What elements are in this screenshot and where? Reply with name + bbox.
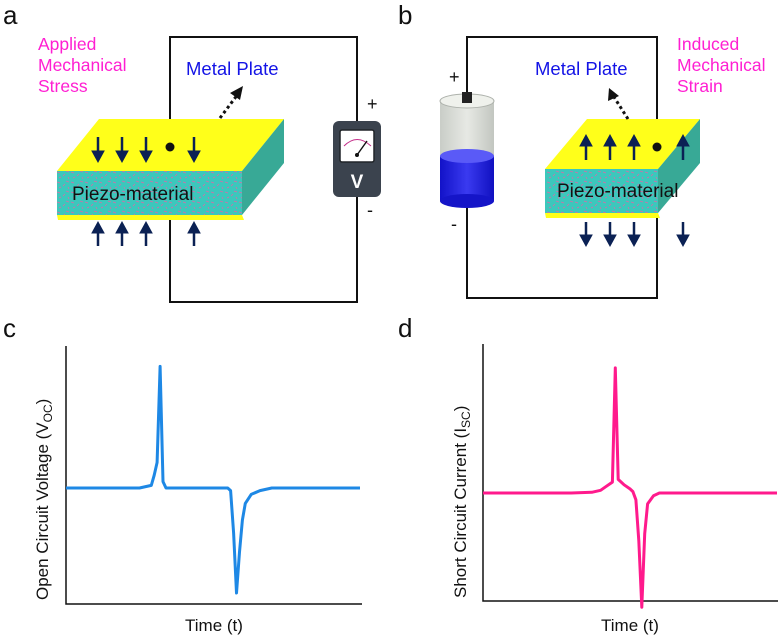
stress-arrows-top xyxy=(91,137,201,164)
strain-label-line-3: Strain xyxy=(677,76,723,96)
up-arrow-icon xyxy=(115,220,129,246)
strain-label-line-2: Mechanical xyxy=(677,55,766,75)
circuit-wire-bottom xyxy=(169,197,358,303)
piezo-material-label: Piezo-material xyxy=(72,184,193,205)
up-arrow-icon xyxy=(627,133,641,160)
panel-letter-a: a xyxy=(3,0,18,30)
slab-side-face xyxy=(658,119,700,213)
axes-c xyxy=(65,346,362,605)
panel-c: c Open Circuit Voltage (VOC) Time (t) xyxy=(3,313,362,635)
up-arrow-icon xyxy=(139,220,153,246)
dotted-pointer-line xyxy=(612,96,630,120)
dotted-pointer-arrowhead xyxy=(230,86,243,100)
piezo-material-label: Piezo-material xyxy=(557,181,678,202)
strain-arrows-bottom xyxy=(579,222,690,248)
circuit-wire-top xyxy=(466,36,658,147)
circuit-wire-top xyxy=(169,36,358,147)
stress-arrows-bottom xyxy=(91,220,201,246)
up-arrow-icon xyxy=(187,220,201,246)
panel-letter-c: c xyxy=(3,313,16,343)
bottom-metal-plate xyxy=(57,215,244,220)
panel-letter-b: b xyxy=(398,0,412,30)
strain-label-line-1: Induced xyxy=(677,34,739,54)
down-arrow-icon xyxy=(139,137,153,164)
stress-label-line-3: Stress xyxy=(38,76,88,96)
up-arrow-icon xyxy=(579,133,593,160)
voc-series-line xyxy=(66,364,360,595)
metal-plate-label: Metal Plate xyxy=(186,58,279,79)
top-metal-plate xyxy=(545,119,700,169)
x-axis-label-c: Time (t) xyxy=(185,616,243,635)
dotted-pointer-arrowhead xyxy=(608,88,619,101)
voltmeter-icon: V xyxy=(333,121,381,197)
bottom-metal-plate xyxy=(545,213,660,218)
circuit-wire-bottom xyxy=(466,203,658,299)
up-arrow-icon xyxy=(676,133,690,160)
up-arrow-icon xyxy=(91,220,105,246)
dotted-pointer-line xyxy=(218,93,240,119)
down-arrow-icon xyxy=(91,137,105,164)
stress-label: Applied Mechanical Stress xyxy=(38,34,127,96)
strain-label: Induced Mechanical Strain xyxy=(677,34,766,96)
axes-d xyxy=(482,344,778,602)
contact-dot xyxy=(165,142,175,152)
contact-dot xyxy=(652,142,662,152)
down-arrow-icon xyxy=(115,137,129,164)
x-axis-label-d: Time (t) xyxy=(601,616,659,635)
y-axis-label-c: Open Circuit Voltage (VOC) xyxy=(33,399,55,600)
y-axis-label-d: Short Circuit Current (ISC) xyxy=(451,406,473,598)
stress-label-line-1: Applied xyxy=(38,34,96,54)
battery-icon xyxy=(439,92,495,208)
down-arrow-icon xyxy=(676,222,690,248)
plus-sign: + xyxy=(367,94,378,114)
voltmeter-label: V xyxy=(351,172,364,193)
strain-arrows-top xyxy=(579,133,690,160)
down-arrow-icon xyxy=(579,222,593,248)
down-arrow-icon xyxy=(627,222,641,248)
stress-label-line-2: Mechanical xyxy=(38,55,127,75)
minus-sign: - xyxy=(367,200,373,220)
panel-letter-d: d xyxy=(398,313,412,343)
down-arrow-icon xyxy=(603,222,617,248)
plus-sign: + xyxy=(449,67,460,87)
metal-plate-label: Metal Plate xyxy=(535,58,628,79)
panel-a: a Applied Mechanical Stress Metal Plate … xyxy=(3,0,381,303)
slab-side-face xyxy=(242,119,284,215)
isc-series-line xyxy=(483,366,777,609)
down-arrow-icon xyxy=(187,137,201,164)
panel-d: d Short Circuit Current (ISC) Time (t) xyxy=(398,313,778,635)
minus-sign: - xyxy=(451,214,457,234)
up-arrow-icon xyxy=(603,133,617,160)
panel-b: b Induced Mechanical Strain Metal Plate … xyxy=(398,0,766,299)
